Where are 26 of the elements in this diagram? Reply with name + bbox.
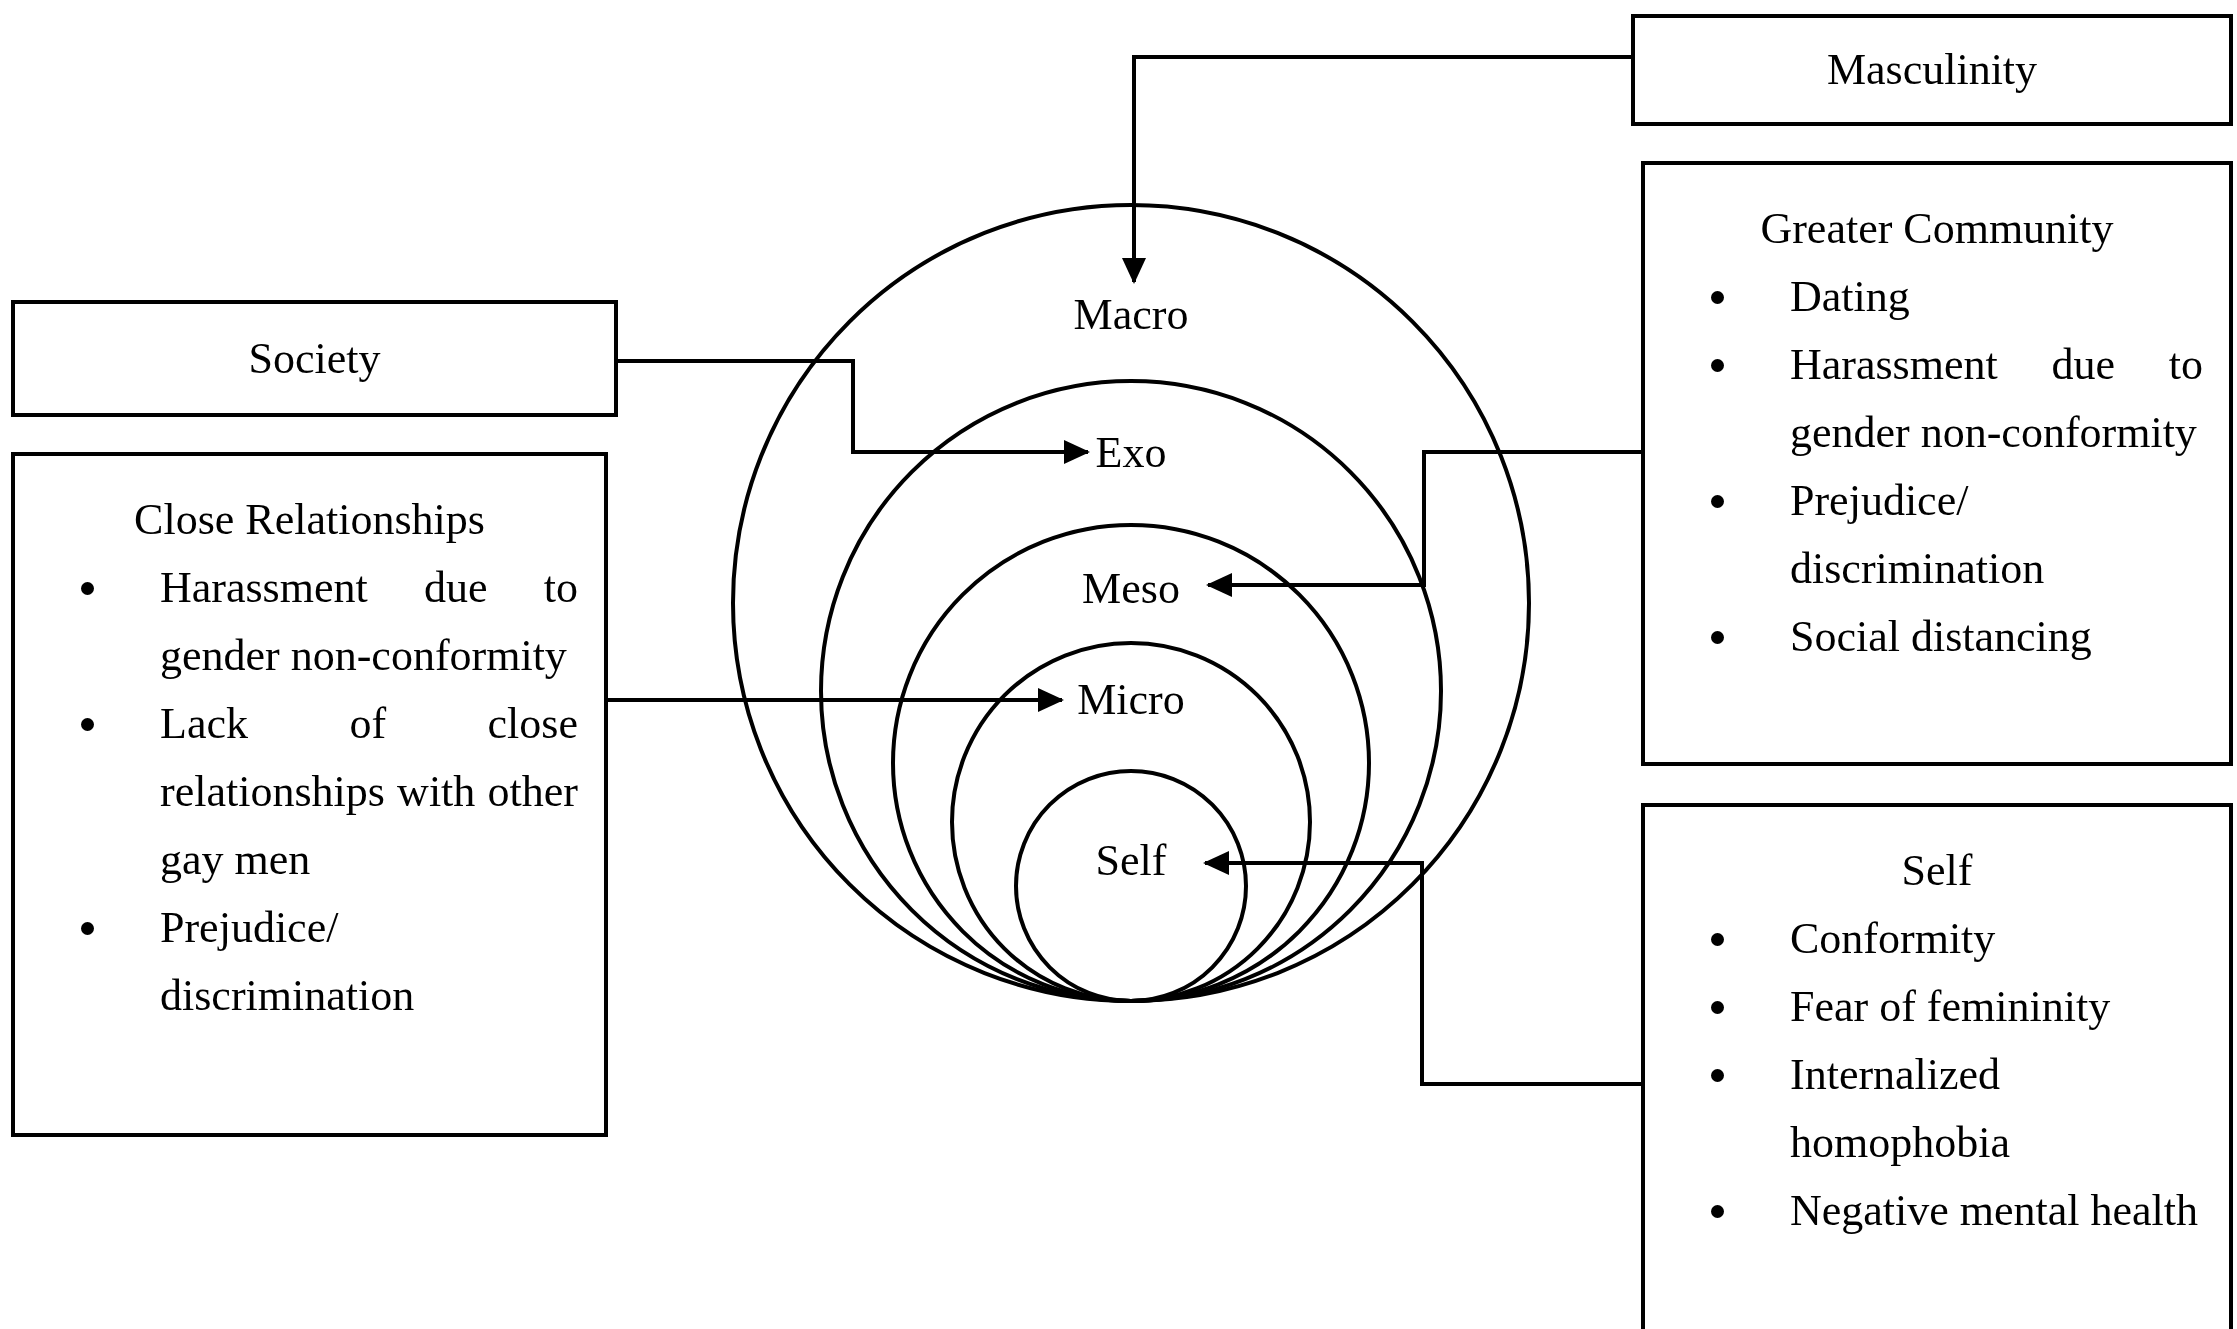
factor-box: [1641, 803, 2233, 1329]
bullet-text: Prejudice/ discrimination: [1790, 475, 2046, 595]
connector-arrow: [1203, 851, 1641, 1086]
box-heading: Close Relationships: [133, 494, 486, 546]
factor-box: [11, 452, 608, 1137]
box-title: Masculinity: [1826, 44, 2038, 96]
bullet-text: Social distancing: [1790, 611, 2093, 663]
bullet-text: Harassment due to gender non-conformity: [160, 562, 578, 682]
bullet-text: Prejudice/ discrimination: [160, 902, 416, 1022]
bullet-text: Dating: [1790, 271, 1911, 323]
factor-box: [1641, 161, 2233, 766]
label-box: [11, 300, 618, 417]
box-heading: Greater Community: [1759, 203, 2115, 255]
connector-arrow: [618, 359, 1090, 464]
bullet-text: Negative mental health: [1790, 1185, 2200, 1237]
bullet-text: Fear of femininity: [1790, 981, 2112, 1033]
box-heading: Self: [1900, 845, 1974, 897]
bullet-text: Lack of close relationships with other gay men: [160, 698, 578, 886]
bullet-text: Conformity: [1790, 913, 1997, 965]
box-title: Society: [248, 332, 381, 385]
bullet-text: Internalized homophobia: [1790, 1049, 2011, 1169]
connector-arrow: [608, 688, 1064, 712]
bullet-text: Harassment due to gender non-conformity: [1790, 339, 2203, 459]
connector-arrow: [1206, 450, 1641, 597]
connector-arrow: [1122, 55, 1631, 284]
label-box: [1631, 14, 2233, 126]
